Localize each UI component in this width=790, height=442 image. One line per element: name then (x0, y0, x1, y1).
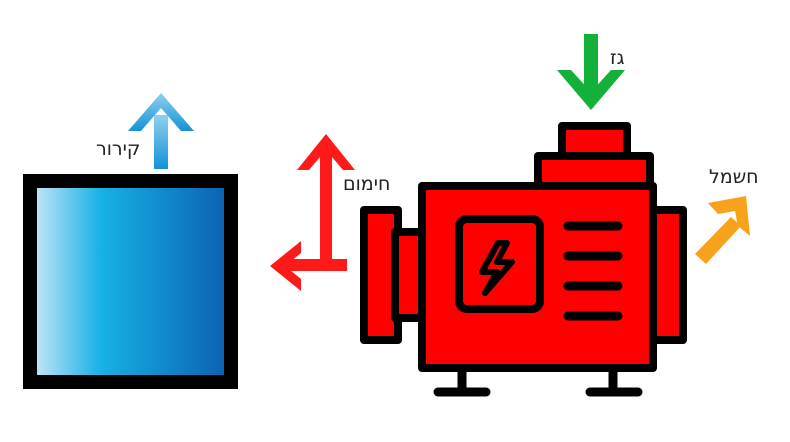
cold-storage-tank-icon (23, 174, 238, 389)
cooling-label: קירור (96, 138, 141, 160)
heating-arrow-icon (270, 134, 355, 291)
heating-label: חימום (343, 173, 391, 195)
lightning-bolt-icon (479, 240, 515, 296)
gas-arrow-icon (557, 34, 625, 110)
cooling-arrow-icon (128, 93, 194, 169)
electricity-label: חשמל (709, 166, 759, 188)
electricity-arrow-icon (695, 196, 750, 264)
gas-label: גז (610, 47, 625, 69)
generator-icon (360, 122, 687, 397)
